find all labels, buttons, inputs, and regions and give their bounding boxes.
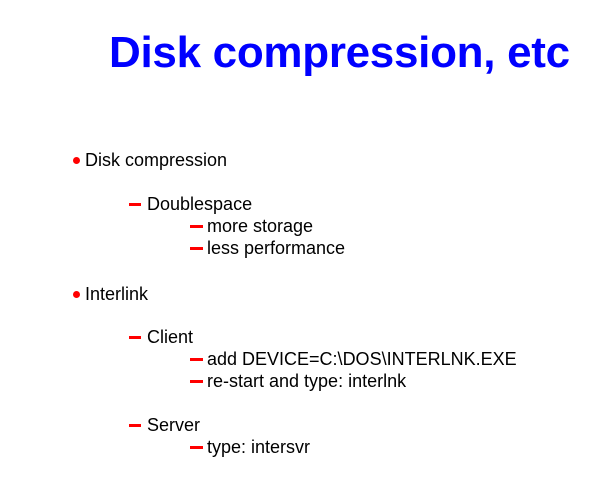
dash-icon	[190, 380, 203, 383]
bullet-item: Interlink	[73, 283, 149, 305]
sub-sub-bullet-item: less performance	[190, 237, 346, 259]
sub-sub-bullet-item: more storage	[190, 215, 314, 237]
sub-bullet-item: Doublespace	[129, 193, 253, 215]
bullet-text: less performance	[207, 238, 346, 258]
sub-sub-bullet-item: add DEVICE=C:\DOS\INTERLNK.EXE	[190, 348, 517, 370]
bullet-text: type: intersvr	[207, 437, 311, 457]
bullet-text: Server	[147, 415, 201, 435]
bullet-dot-icon	[73, 157, 80, 164]
sub-bullet-item: Server	[129, 414, 201, 436]
dash-icon	[190, 358, 203, 361]
dash-icon	[190, 225, 203, 228]
bullet-text: more storage	[207, 216, 314, 236]
bullet-text: add DEVICE=C:\DOS\INTERLNK.EXE	[207, 349, 517, 369]
bullet-text: Interlink	[85, 284, 149, 304]
sub-bullet-item: Client	[129, 326, 194, 348]
bullet-text: re-start and type: interlnk	[207, 371, 407, 391]
sub-sub-bullet-item: type: intersvr	[190, 436, 311, 458]
dash-icon	[129, 203, 141, 206]
bullet-text: Disk compression	[85, 150, 228, 170]
dash-icon	[129, 424, 141, 427]
bullet-text: Doublespace	[147, 194, 253, 214]
slide-title: Disk compression, etc	[109, 28, 570, 77]
dash-icon	[190, 247, 203, 250]
bullet-text: Client	[147, 327, 194, 347]
sub-sub-bullet-item: re-start and type: interlnk	[190, 370, 407, 392]
dash-icon	[129, 336, 141, 339]
bullet-dot-icon	[73, 291, 80, 298]
dash-icon	[190, 446, 203, 449]
bullet-item: Disk compression	[73, 149, 228, 171]
